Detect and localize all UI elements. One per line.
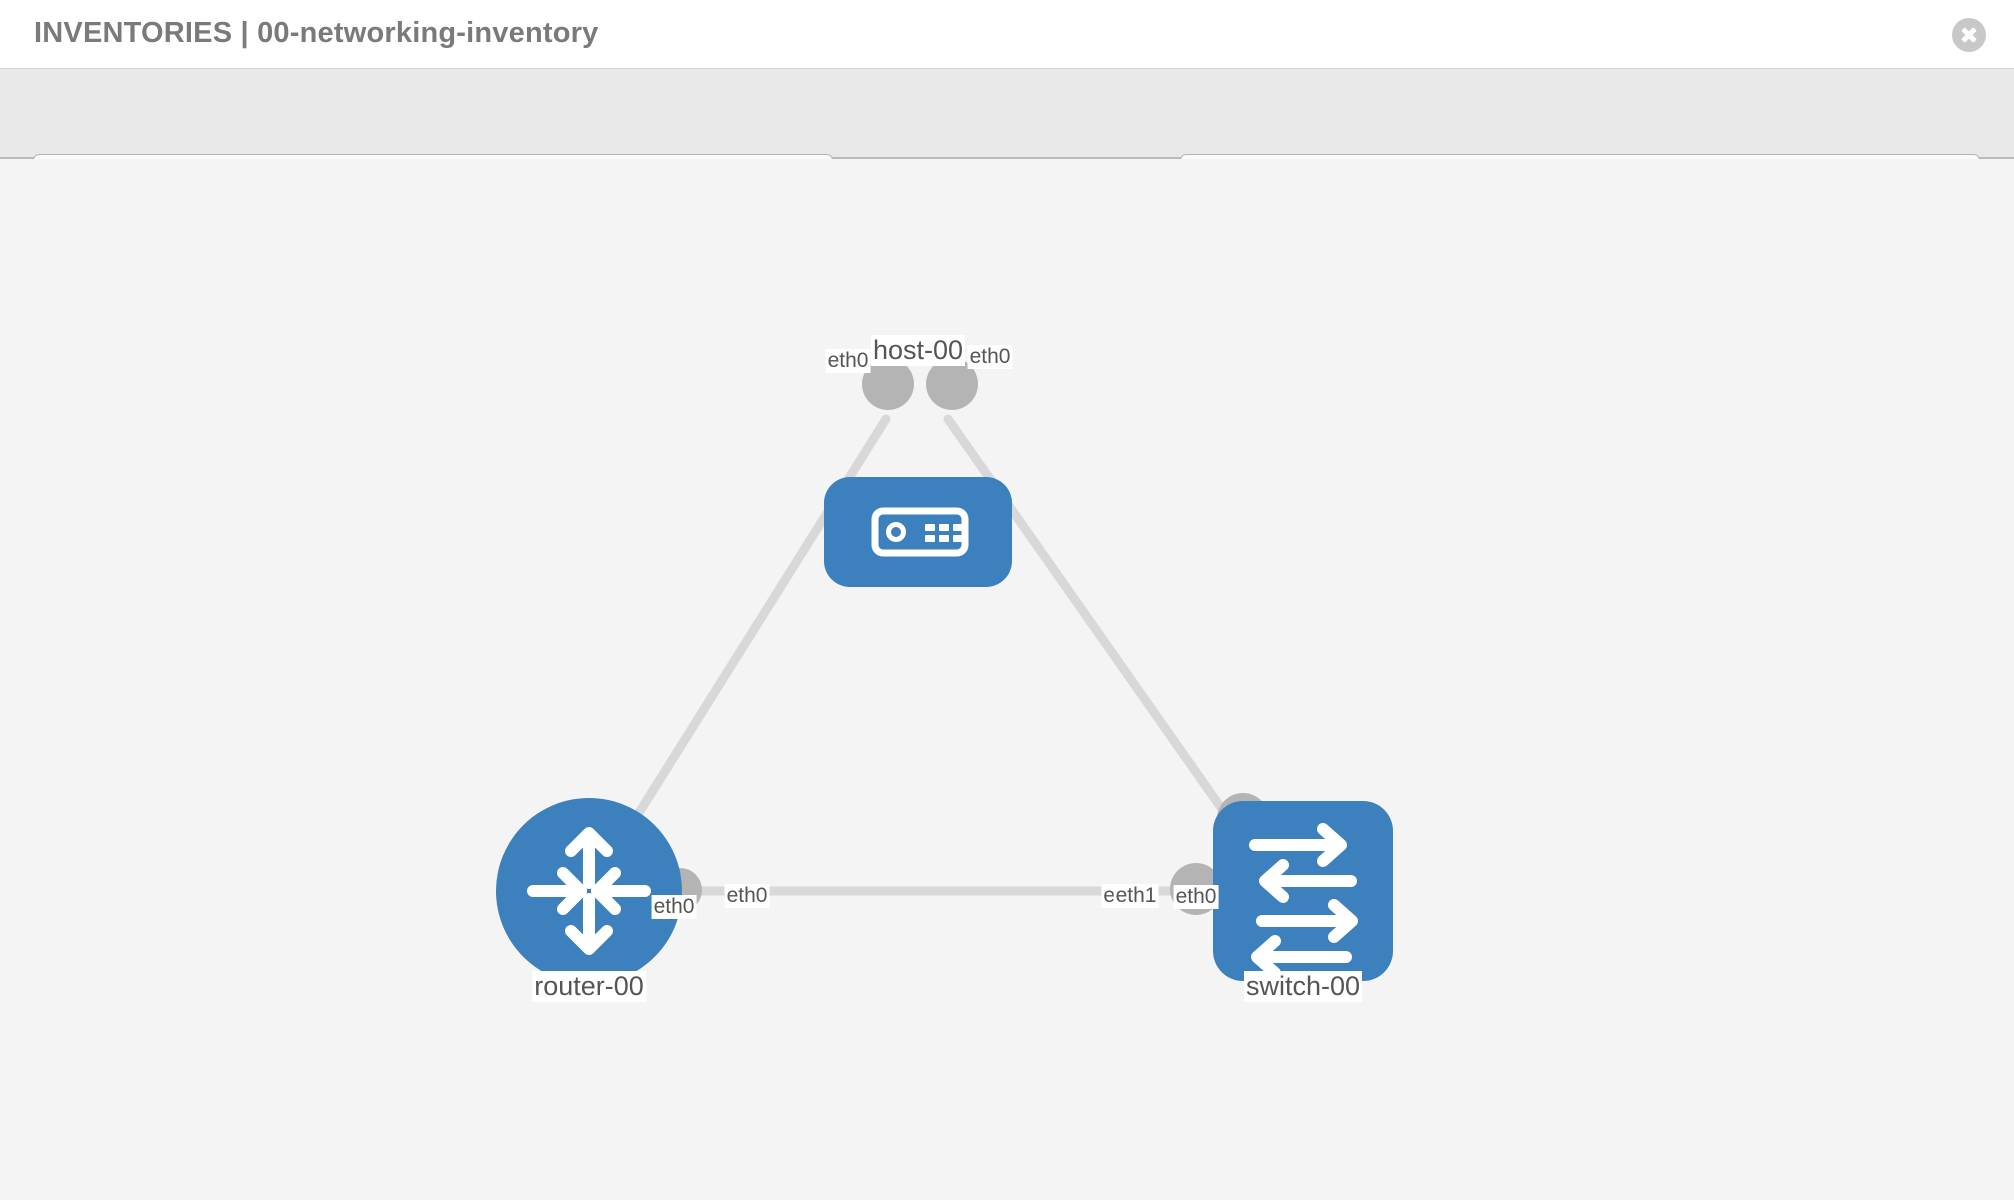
edge-label-host-eth0-left: eth0 [825, 349, 871, 373]
toolbar: ACTIONS SEARCH [0, 69, 2014, 206]
router-arrows-icon [527, 827, 651, 955]
edge-label-switch-eth1: eth1 [1113, 884, 1159, 908]
switch-arrows-icon [1249, 823, 1358, 979]
node-label-router: router-00 [532, 971, 646, 1002]
node-router-00 [496, 798, 682, 984]
node-host-00 [824, 477, 1012, 587]
edge-label-router-eth0-up: eth0 [651, 895, 697, 919]
page-title: INVENTORIES | 00-networking-inventory [34, 17, 599, 49]
topology-canvas[interactable]: host-00 router-00 switch-00 eth0 eth0 et… [0, 159, 2014, 1200]
edge-label-switch-eth0-up: eth0 [1173, 885, 1219, 909]
port-host-right [926, 358, 978, 410]
node-label-host: host-00 [870, 335, 966, 366]
node-label-switch: switch-00 [1243, 971, 1363, 1002]
port-host-left [862, 358, 914, 410]
close-icon[interactable] [1952, 18, 1986, 52]
edge-label-host-eth0-right: eth0 [967, 345, 1013, 369]
page-header: INVENTORIES | 00-networking-inventory [0, 0, 2014, 69]
edge-label-router-eth0: eth0 [724, 884, 770, 908]
server-icon [871, 507, 969, 557]
node-switch-00 [1213, 801, 1393, 981]
topology-graph [496, 358, 1393, 984]
